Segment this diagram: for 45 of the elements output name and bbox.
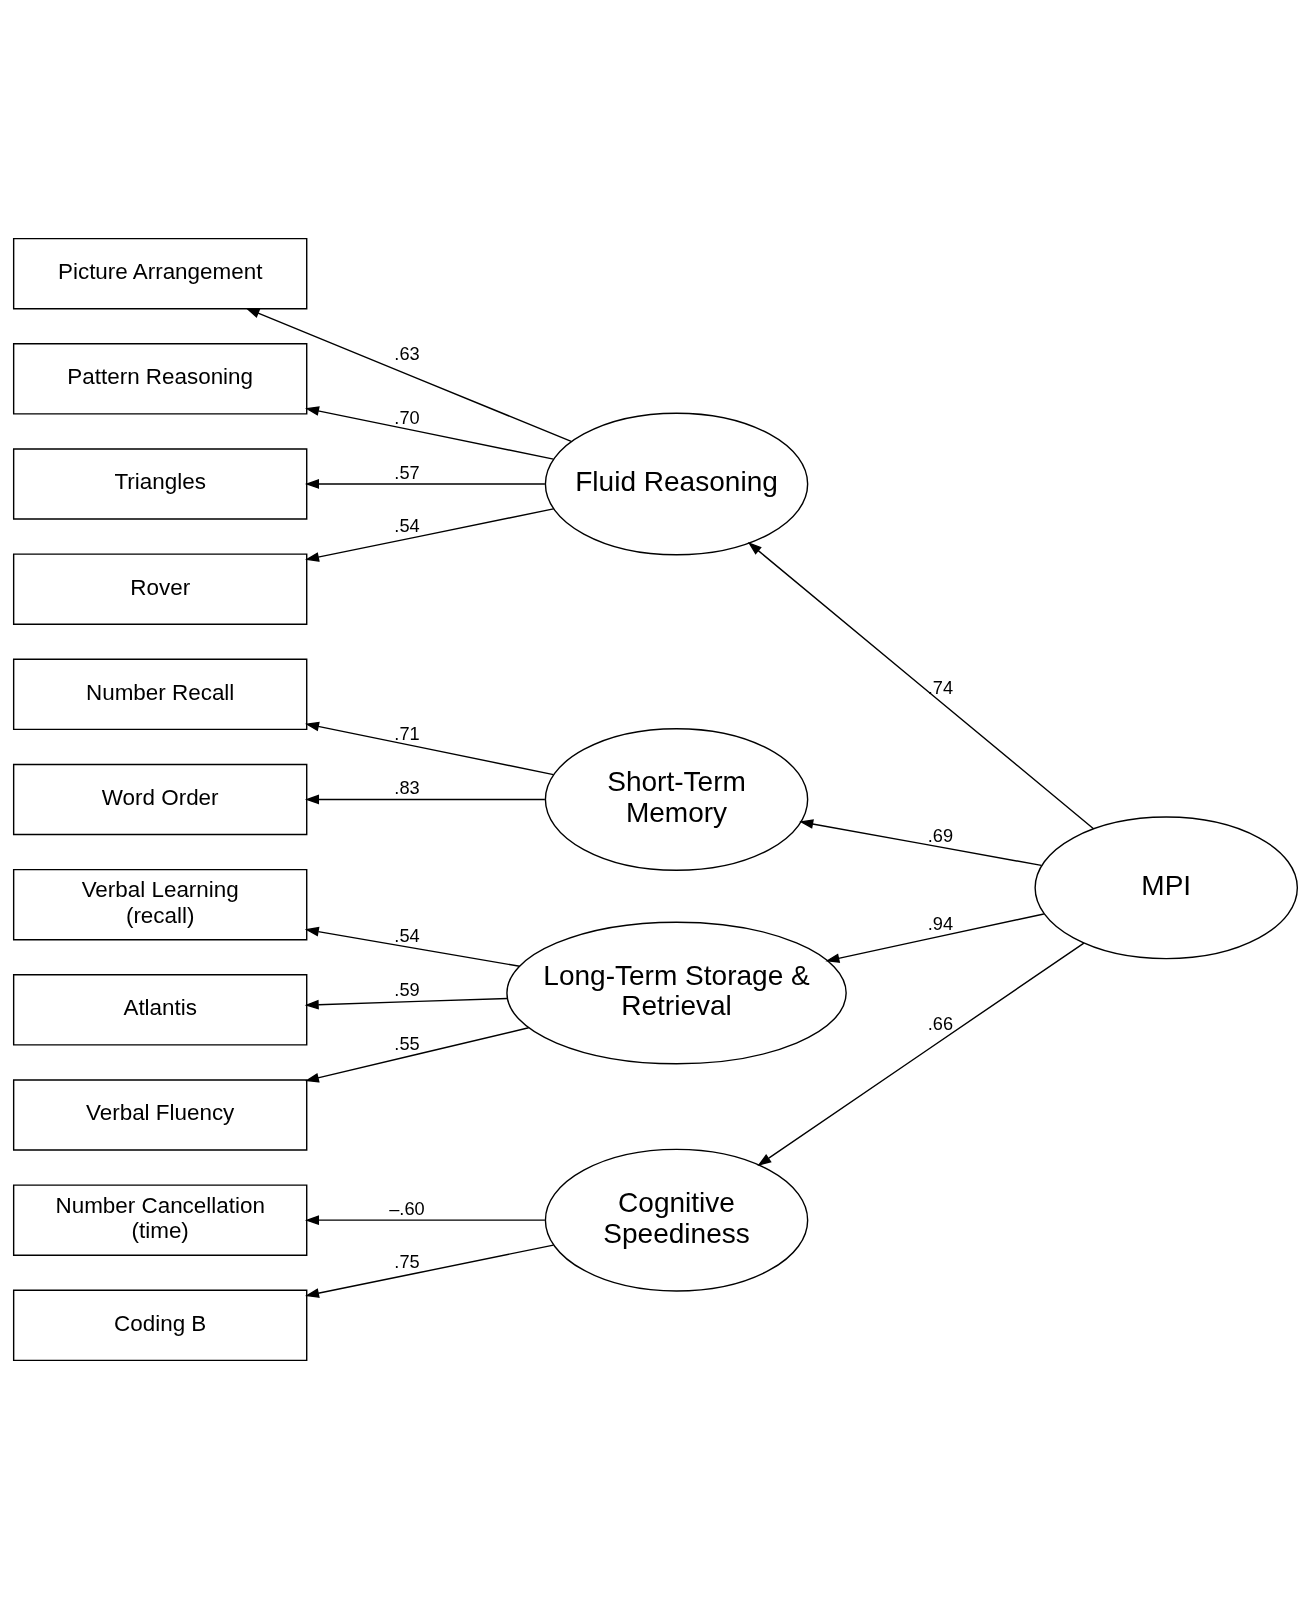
- edge-label: .55: [394, 1033, 420, 1054]
- arrow: [305, 507, 555, 562]
- node-box: Number Recall: [12, 658, 308, 730]
- node-box: Rover: [12, 552, 308, 625]
- edge-label: .83: [394, 777, 420, 798]
- edge-label: .54: [394, 925, 420, 946]
- node-box: Coding B: [12, 1289, 308, 1361]
- arrow: [304, 926, 521, 967]
- edge-label: .59: [394, 979, 420, 1000]
- node-box: Verbal Learning (recall): [12, 868, 308, 940]
- node-box: Pattern Reasoning: [12, 342, 308, 415]
- arrow: [305, 1214, 546, 1225]
- arrow: [305, 478, 546, 489]
- node-box: Verbal Fluency: [12, 1078, 308, 1151]
- arrow: [757, 941, 1085, 1166]
- arrow: [305, 405, 555, 460]
- node-box: Word Order: [12, 763, 308, 835]
- edge-label: .71: [394, 723, 420, 744]
- node-ellipse: Short-Term Memory: [544, 727, 809, 871]
- edge-label: .54: [394, 515, 420, 536]
- edge-label: .57: [394, 462, 420, 483]
- edge-label: .63: [394, 343, 420, 364]
- node-box: Atlantis: [12, 973, 308, 1046]
- node-ellipse: Cognitive Speediness: [544, 1148, 809, 1292]
- arrow: [245, 307, 572, 442]
- node-box: Number Cancellation (time): [12, 1183, 308, 1256]
- arrow: [747, 541, 1095, 829]
- node-box: Picture Arrangement: [12, 237, 308, 309]
- arrow: [305, 721, 555, 775]
- edge-label: .75: [394, 1251, 420, 1272]
- edge-label: .74: [927, 676, 954, 697]
- edge-label: .94: [927, 913, 954, 934]
- node-ellipse: Long-Term Storage & Retrieval: [506, 921, 847, 1064]
- edge-label: .69: [927, 825, 954, 846]
- arrow: [304, 997, 509, 1010]
- edge-label: –.60: [389, 1198, 425, 1219]
- node-ellipse: MPI: [1034, 815, 1299, 959]
- arrow: [799, 818, 1043, 866]
- edge-label: .66: [927, 1013, 954, 1034]
- arrow: [305, 1243, 555, 1298]
- node-box: Triangles: [12, 447, 308, 520]
- arrow: [304, 1026, 530, 1082]
- edge-label: .70: [394, 407, 420, 428]
- arrow: [305, 794, 546, 804]
- arrow: [825, 912, 1045, 963]
